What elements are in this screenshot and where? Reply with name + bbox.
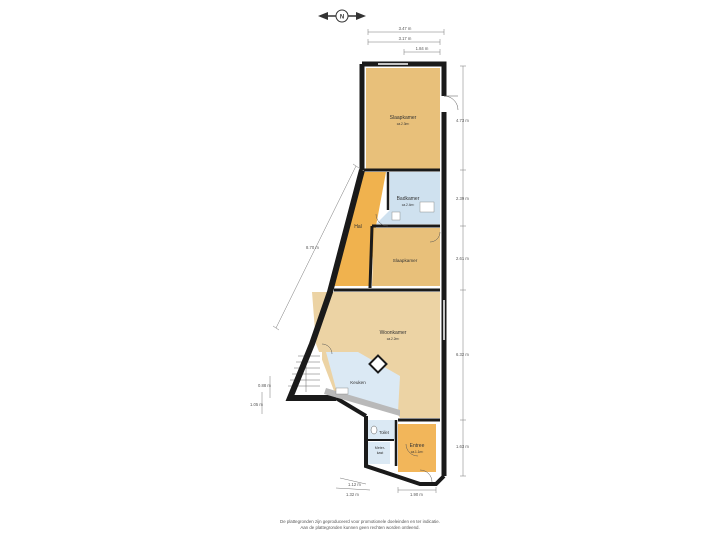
walls (285, 61, 447, 486)
dim-right-5: 1.63 m (456, 444, 469, 449)
label-meterkast-1: Meter- (375, 446, 386, 450)
compass-label: N (340, 15, 344, 21)
dim-left-1: 0.88 m (258, 383, 271, 388)
room-toilet (368, 420, 396, 440)
left-dimensions (261, 376, 271, 414)
label-slaapkamer-2: Slaapkamer (393, 258, 418, 263)
dim-left-2: 1.05 m (250, 402, 263, 407)
dim-bottom-1: 1.12 m (348, 482, 361, 487)
room-entree (398, 424, 436, 472)
dim-right-2: 2.39 m (456, 196, 469, 201)
compass-icon: N (318, 9, 366, 23)
window-frames (378, 62, 446, 340)
kitchen-island-icon (368, 354, 388, 374)
label-woonkamer: Woonkamer (380, 330, 407, 336)
label-slaapkamer-1: Slaapkamer (390, 115, 417, 121)
dim-bottom-2: 1.32 m (346, 492, 359, 497)
label-toilet: Toilet (379, 430, 390, 435)
label-meterkast-2: kast (377, 451, 384, 455)
dim-top-width-3: 1.84 m (416, 46, 429, 51)
dim-top-width-2: 3.17 m (399, 36, 412, 41)
dim-right-1: 4.73 m (456, 118, 469, 123)
room-slaapkamer-1 (366, 68, 440, 170)
dim-top-width-1: 3.47 m (399, 26, 412, 31)
toilet-icon (370, 425, 378, 435)
label-badkamer: Badkamer (397, 196, 420, 202)
dim-bottom-3: 1.90 m (410, 492, 423, 497)
footer-disclaimer-line-1: De plattegronden zijn geproduceerd voor … (280, 519, 440, 524)
area-woonkamer: ca.2.2m² (387, 337, 399, 341)
bottom-dimensions (335, 477, 437, 493)
room-meterkast (364, 442, 390, 464)
diagonal-dimension (272, 163, 360, 331)
dim-diagonal: 8.70 m (306, 245, 319, 250)
top-dimensions (367, 29, 445, 55)
bath-fixtures (391, 201, 435, 221)
room-hal (334, 172, 386, 286)
room-slaapkamer-2 (372, 228, 440, 286)
label-hal: Hal (354, 224, 362, 230)
area-badkamer: ca.2.4m² (402, 203, 414, 207)
kitchen-counter (324, 387, 400, 416)
area-slaapkamer-1: ca.2.3m² (397, 122, 409, 126)
doors (321, 95, 459, 483)
area-entree: ca.1.1m² (411, 450, 423, 454)
windows (378, 63, 445, 340)
right-dimensions (460, 65, 466, 477)
dim-right-4: 6.32 m (456, 352, 469, 357)
dim-right-3: 2.61 m (456, 256, 469, 261)
footer-disclaimer-line-2: Aan de plattegronden kunnen geen rechten… (300, 525, 420, 530)
label-entree: Entree (410, 443, 425, 449)
label-keuken: Keuken (350, 380, 366, 385)
